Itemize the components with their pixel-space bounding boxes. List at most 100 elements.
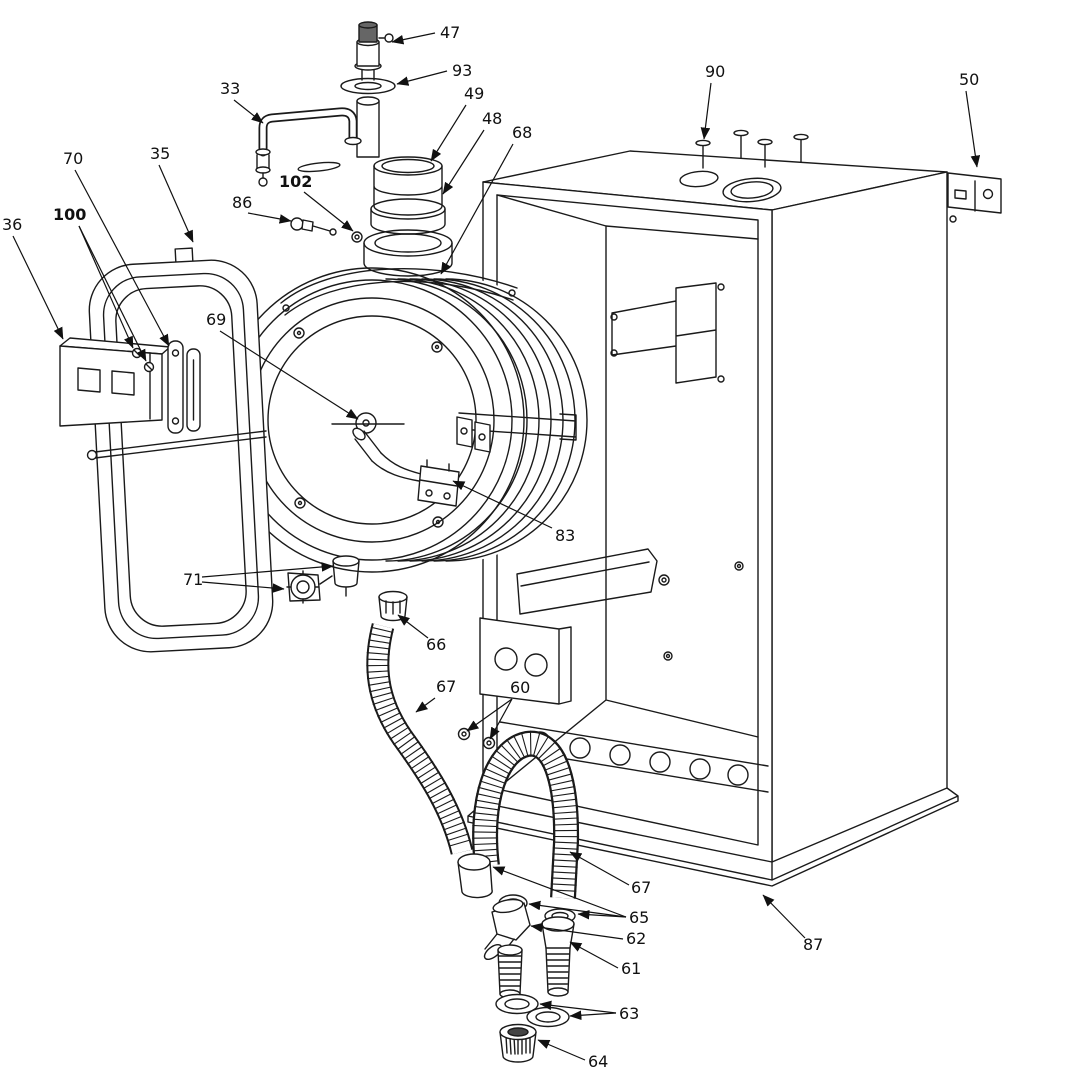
fitting-102: [351, 231, 363, 243]
burner-hole: [569, 737, 591, 759]
callout-69: 69: [206, 310, 226, 329]
leader-line-86: [247, 212, 292, 224]
leader-line-71: [201, 581, 285, 593]
leader-line-48: [442, 129, 485, 195]
burner-hole: [689, 758, 711, 780]
shelf-bolt-center: [661, 577, 667, 583]
leader-line-49: [430, 104, 467, 162]
callout-33: 33: [220, 79, 240, 98]
callout-49: 49: [464, 84, 484, 103]
leader-line-50: [965, 90, 981, 168]
callout-90: 90: [705, 62, 725, 81]
bottom-fittings: [457, 727, 576, 1063]
supply-pipe-33: [255, 107, 363, 243]
burner-hole: [727, 764, 749, 786]
screw-center: [665, 653, 671, 659]
shelf-bolt: [658, 574, 670, 586]
leader-line-33: [233, 99, 264, 124]
callout-47: 47: [440, 23, 460, 42]
top-hole-large: [722, 177, 782, 203]
side-bracket-50: [947, 172, 1002, 223]
leader-line-83: [452, 480, 553, 529]
hinge-plate-70: [167, 340, 184, 434]
relief-valve-47: [354, 21, 394, 81]
flex-hose-upper-67: [366, 623, 474, 855]
leader-line-63: [539, 1000, 617, 1014]
vent-stack-assembly: [340, 21, 453, 277]
band-screw: [282, 304, 290, 312]
leader-line-90: [700, 82, 712, 140]
cylinder-49: [373, 156, 443, 216]
outlet-fitting-66: [378, 590, 408, 622]
leader-line-87: [762, 894, 806, 939]
screws-60: [457, 727, 496, 750]
burner-hole: [609, 744, 631, 766]
junction-box-hole: [524, 653, 548, 677]
rim-bolt: [431, 341, 443, 353]
hose-ribs: [366, 626, 471, 847]
callout-68: 68: [512, 123, 532, 142]
junction-box-hole: [494, 647, 518, 671]
callout-60: 60: [510, 678, 530, 697]
callout-61: 61: [621, 959, 641, 978]
sensor-plug-86: [290, 217, 337, 236]
cap-64: [499, 1023, 537, 1063]
callout-35: 35: [150, 144, 170, 163]
leader-line-71: [201, 562, 334, 578]
leader-line-102: [303, 191, 354, 232]
callout-86: 86: [232, 193, 252, 212]
screw-center: [736, 563, 742, 569]
screw: [663, 651, 673, 661]
callout-50: 50: [959, 70, 979, 89]
leader-line-66: [397, 614, 429, 639]
callout-66: 66: [426, 635, 446, 654]
leader-line-61: [569, 941, 619, 969]
callout-87: 87: [803, 935, 823, 954]
burner-hole: [649, 751, 671, 773]
leader-line-67: [569, 851, 630, 886]
leader-line-68: [440, 143, 514, 275]
cabinet-opening-inner: [496, 194, 759, 846]
screw: [734, 561, 744, 571]
callout-83: 83: [555, 526, 575, 545]
leader-line-100: [78, 225, 134, 349]
screw: [610, 349, 618, 357]
callout-102: 102: [279, 172, 312, 191]
threaded-nipple: [497, 944, 523, 999]
callout-70: 70: [63, 149, 83, 168]
screw: [610, 313, 618, 321]
callout-100: 100: [53, 205, 86, 224]
vent-nipple: [356, 96, 380, 158]
band-screw: [508, 289, 516, 297]
top-hole-large-inner: [730, 181, 774, 199]
callout-48: 48: [482, 109, 502, 128]
cabinet-right-face: [771, 171, 948, 863]
leader-line-64: [537, 1039, 586, 1061]
rim-bolt: [294, 497, 306, 509]
leader-line-60: [466, 698, 513, 732]
elbow-62: [483, 898, 531, 961]
interior-shelf-bracket: [516, 548, 658, 615]
washer: [297, 161, 341, 173]
callout-62: 62: [626, 929, 646, 948]
sight-glass-center: [362, 419, 370, 427]
latch-knob: [86, 449, 98, 461]
drum-rim-4: [267, 315, 477, 525]
screw: [717, 375, 725, 383]
leader-line-36: [12, 235, 64, 340]
leader-line-65: [492, 866, 627, 918]
fitting-61: [541, 916, 575, 997]
leader-line-60: [489, 698, 513, 740]
leader-line-69: [219, 330, 359, 420]
callout-64: 64: [588, 1052, 608, 1071]
callout-71: 71: [183, 570, 203, 589]
flange-48: [370, 198, 446, 235]
leader-line-67: [415, 697, 436, 713]
callout-67: 67: [631, 878, 651, 897]
rim-bolt: [432, 516, 444, 528]
rim-bolt: [293, 327, 305, 339]
drain-fittings-71: [286, 555, 360, 604]
